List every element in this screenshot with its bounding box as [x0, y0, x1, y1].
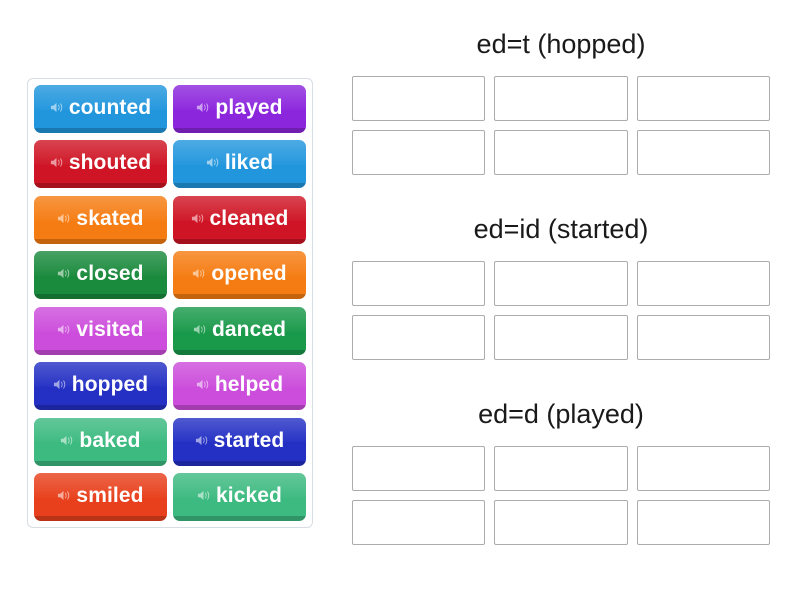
drop-slot[interactable] — [636, 76, 770, 122]
word-tile-shouted[interactable]: shouted — [34, 140, 167, 189]
word-tile-label: opened — [211, 262, 287, 286]
drop-zone-heading: ed=t (hopped) — [476, 29, 646, 59]
word-tile-label: started — [213, 428, 285, 452]
drop-slot[interactable] — [352, 315, 486, 361]
word-bank-row: skated cleaned — [34, 195, 306, 244]
word-tile-liked[interactable]: liked — [173, 140, 306, 189]
word-bank-row: shouted liked — [34, 140, 306, 189]
word-tile-label: closed — [76, 262, 144, 286]
word-bank-row: baked started — [34, 417, 306, 466]
drop-slot-grid — [352, 76, 770, 176]
drop-slot-row — [352, 446, 770, 492]
speaker-icon[interactable] — [60, 433, 75, 448]
word-tile-label: cleaned — [209, 206, 289, 230]
drop-slot[interactable] — [494, 261, 628, 307]
drop-slot[interactable] — [352, 446, 486, 492]
drop-zone-group-3: ed=d (played) — [352, 399, 770, 546]
word-tile-label: shouted — [68, 151, 152, 175]
drop-slot[interactable] — [494, 130, 628, 176]
speaker-icon[interactable] — [195, 433, 210, 448]
speaker-icon[interactable] — [57, 322, 72, 337]
drop-slot[interactable] — [636, 446, 770, 492]
word-tile-baked[interactable]: baked — [34, 417, 167, 466]
drop-zone-heading: ed=d (played) — [478, 399, 644, 429]
word-tile-played[interactable]: played — [173, 85, 306, 133]
drop-slot-grid — [352, 261, 770, 361]
word-tile-started[interactable]: started — [173, 417, 306, 466]
word-tile-label: danced — [211, 317, 287, 341]
speaker-icon[interactable] — [206, 155, 221, 170]
speaker-icon[interactable] — [197, 488, 212, 503]
drop-slot-row — [352, 500, 770, 546]
word-tile-label: kicked — [216, 483, 282, 507]
drop-zone-group-1: ed=t (hopped) — [352, 29, 770, 176]
drop-slot[interactable] — [494, 76, 628, 122]
word-tile-label: visited — [76, 317, 144, 341]
word-tile-label: played — [215, 96, 283, 119]
drop-slot[interactable] — [352, 500, 486, 546]
word-tile-cleaned[interactable]: cleaned — [173, 195, 306, 244]
speaker-icon[interactable] — [191, 211, 206, 226]
word-tile-danced[interactable]: danced — [173, 306, 306, 355]
word-tile-opened[interactable]: opened — [173, 251, 306, 300]
drop-slot-row — [352, 76, 770, 122]
word-tile-kicked[interactable]: kicked — [173, 472, 306, 521]
word-bank-row: visited danced — [34, 306, 306, 355]
speaker-icon[interactable] — [193, 322, 208, 337]
drop-slot-row — [352, 315, 770, 361]
word-bank-row: counted played — [34, 85, 306, 133]
word-tile-label: baked — [79, 428, 141, 452]
word-tile-label: counted — [68, 96, 152, 119]
word-bank-row: closed opened — [34, 251, 306, 300]
word-bank: counted played shouted liked skated cleaned cl… — [27, 78, 313, 528]
speaker-icon[interactable] — [196, 377, 211, 392]
word-tile-label: skated — [76, 206, 144, 230]
word-tile-smiled[interactable]: smiled — [34, 472, 167, 521]
speaker-icon[interactable] — [50, 155, 65, 170]
drop-slot[interactable] — [352, 130, 486, 176]
speaker-icon[interactable] — [53, 377, 68, 392]
drop-slot-row — [352, 130, 770, 176]
word-tile-hopped[interactable]: hopped — [34, 362, 167, 411]
word-bank-row: smiled kicked — [34, 472, 306, 521]
word-tile-skated[interactable]: skated — [34, 195, 167, 244]
drop-zone-heading: ed=id (started) — [473, 214, 649, 244]
word-tile-visited[interactable]: visited — [34, 306, 167, 355]
word-tile-label: hopped — [71, 373, 149, 397]
drop-slot[interactable] — [352, 76, 486, 122]
speaker-icon[interactable] — [192, 266, 207, 281]
word-tile-counted[interactable]: counted — [34, 85, 167, 133]
drop-slot-grid — [352, 446, 770, 546]
speaker-icon[interactable] — [196, 100, 211, 115]
drop-slot[interactable] — [636, 315, 770, 361]
drop-slot[interactable] — [494, 315, 628, 361]
word-tile-label: liked — [224, 151, 274, 175]
word-bank-row: hopped helped — [34, 362, 306, 411]
drop-slot[interactable] — [636, 500, 770, 546]
drop-slot[interactable] — [494, 500, 628, 546]
drop-slot[interactable] — [494, 446, 628, 492]
speaker-icon[interactable] — [57, 488, 72, 503]
speaker-icon[interactable] — [57, 266, 72, 281]
drop-zone-group-2: ed=id (started) — [352, 214, 770, 361]
drop-slot-row — [352, 261, 770, 307]
drop-slot[interactable] — [636, 261, 770, 307]
speaker-icon[interactable] — [50, 100, 65, 115]
word-tile-helped[interactable]: helped — [173, 362, 306, 411]
drop-slot[interactable] — [636, 130, 770, 176]
drop-slot[interactable] — [352, 261, 486, 307]
word-tile-label: helped — [214, 373, 284, 397]
word-tile-closed[interactable]: closed — [34, 251, 167, 300]
speaker-icon[interactable] — [57, 211, 72, 226]
word-tile-label: smiled — [76, 483, 144, 507]
